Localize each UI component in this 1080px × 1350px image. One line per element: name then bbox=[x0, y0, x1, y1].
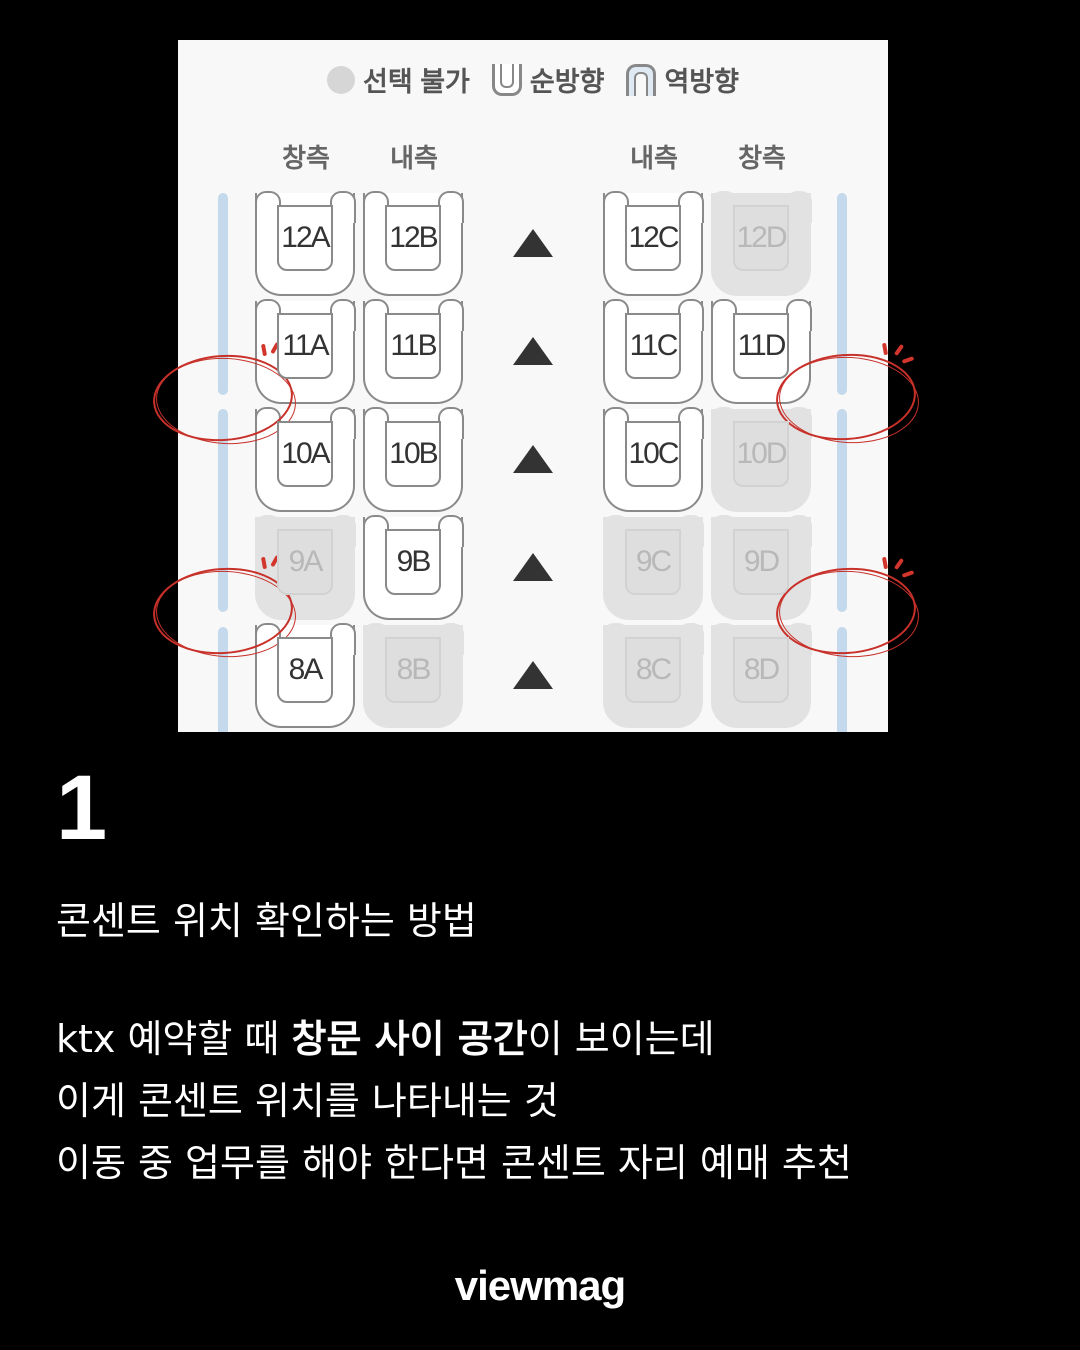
window-bar bbox=[218, 193, 228, 395]
legend-reverse: 역방향 bbox=[626, 60, 739, 99]
seat-11D[interactable]: 11D bbox=[710, 299, 812, 404]
sparkle-icon bbox=[893, 557, 905, 571]
window-bar bbox=[837, 409, 847, 612]
seat-8A[interactable]: 8A bbox=[254, 623, 356, 728]
direction-arrow-icon bbox=[513, 445, 553, 473]
sparkle-icon bbox=[901, 570, 915, 578]
unavailable-dot-icon bbox=[327, 65, 356, 94]
column-label-aisle-left: 내측 bbox=[390, 143, 438, 173]
seat-10A[interactable]: 10A bbox=[254, 407, 356, 512]
window-bar bbox=[218, 409, 228, 612]
emphasis-text: 창문 사이 공간 bbox=[291, 1017, 528, 1061]
seat-12B[interactable]: 12B bbox=[362, 191, 464, 296]
window-bar bbox=[837, 193, 847, 395]
seat-9A: 9A bbox=[254, 515, 356, 620]
section-number: 1 bbox=[56, 757, 108, 859]
seat-11C[interactable]: 11C bbox=[602, 299, 704, 404]
body-line-2: 이게 콘센트 위치를 나타내는 것 bbox=[56, 1079, 559, 1123]
direction-arrow-icon bbox=[513, 661, 553, 689]
seat-map-screenshot: 선택 불가 순방향 역방향 창측 내측 내측 창측 12A 12B 12C 12… bbox=[178, 40, 888, 732]
direction-arrow-icon bbox=[513, 229, 553, 257]
seat-11B[interactable]: 11B bbox=[362, 299, 464, 404]
body-line-1: ktx 예약할 때 창문 사이 공간이 보이는데 bbox=[56, 1017, 715, 1061]
column-label-window-left: 창측 bbox=[282, 143, 330, 173]
seat-8C: 8C bbox=[602, 623, 704, 728]
seat-12A[interactable]: 12A bbox=[254, 191, 356, 296]
window-bar bbox=[218, 627, 228, 732]
column-label-aisle-right: 내측 bbox=[630, 143, 678, 173]
seat-10C[interactable]: 10C bbox=[602, 407, 704, 512]
legend-forward: 순방향 bbox=[491, 60, 604, 99]
body-line-3: 이동 중 업무를 해야 한다면 콘센트 자리 예매 추천 bbox=[56, 1141, 852, 1185]
window-bar bbox=[837, 627, 847, 732]
seat-10D: 10D bbox=[710, 407, 812, 512]
seat-8D: 8D bbox=[710, 623, 812, 728]
sparkle-icon bbox=[901, 356, 915, 364]
forward-seat-icon bbox=[491, 63, 522, 96]
reverse-seat-icon bbox=[626, 63, 657, 96]
seat-10B[interactable]: 10B bbox=[362, 407, 464, 512]
section-title: 콘센트 위치 확인하는 방법 bbox=[56, 899, 477, 943]
seat-12D: 12D bbox=[710, 191, 812, 296]
direction-arrow-icon bbox=[513, 553, 553, 581]
seat-9D: 9D bbox=[710, 515, 812, 620]
brand-logo: viewmag bbox=[454, 1262, 626, 1309]
legend-unavailable: 선택 불가 bbox=[327, 60, 470, 99]
body-text: ktx 예약할 때 창문 사이 공간이 보이는데 이게 콘센트 위치를 나타내는… bbox=[56, 1008, 852, 1194]
seat-legend: 선택 불가 순방향 역방향 bbox=[178, 60, 888, 99]
seat-8B: 8B bbox=[362, 623, 464, 728]
direction-arrow-icon bbox=[513, 337, 553, 365]
sparkle-icon bbox=[893, 343, 905, 357]
seat-9B[interactable]: 9B bbox=[362, 515, 464, 620]
seat-12C[interactable]: 12C bbox=[602, 191, 704, 296]
seat-9C: 9C bbox=[602, 515, 704, 620]
column-label-window-right: 창측 bbox=[738, 143, 786, 173]
